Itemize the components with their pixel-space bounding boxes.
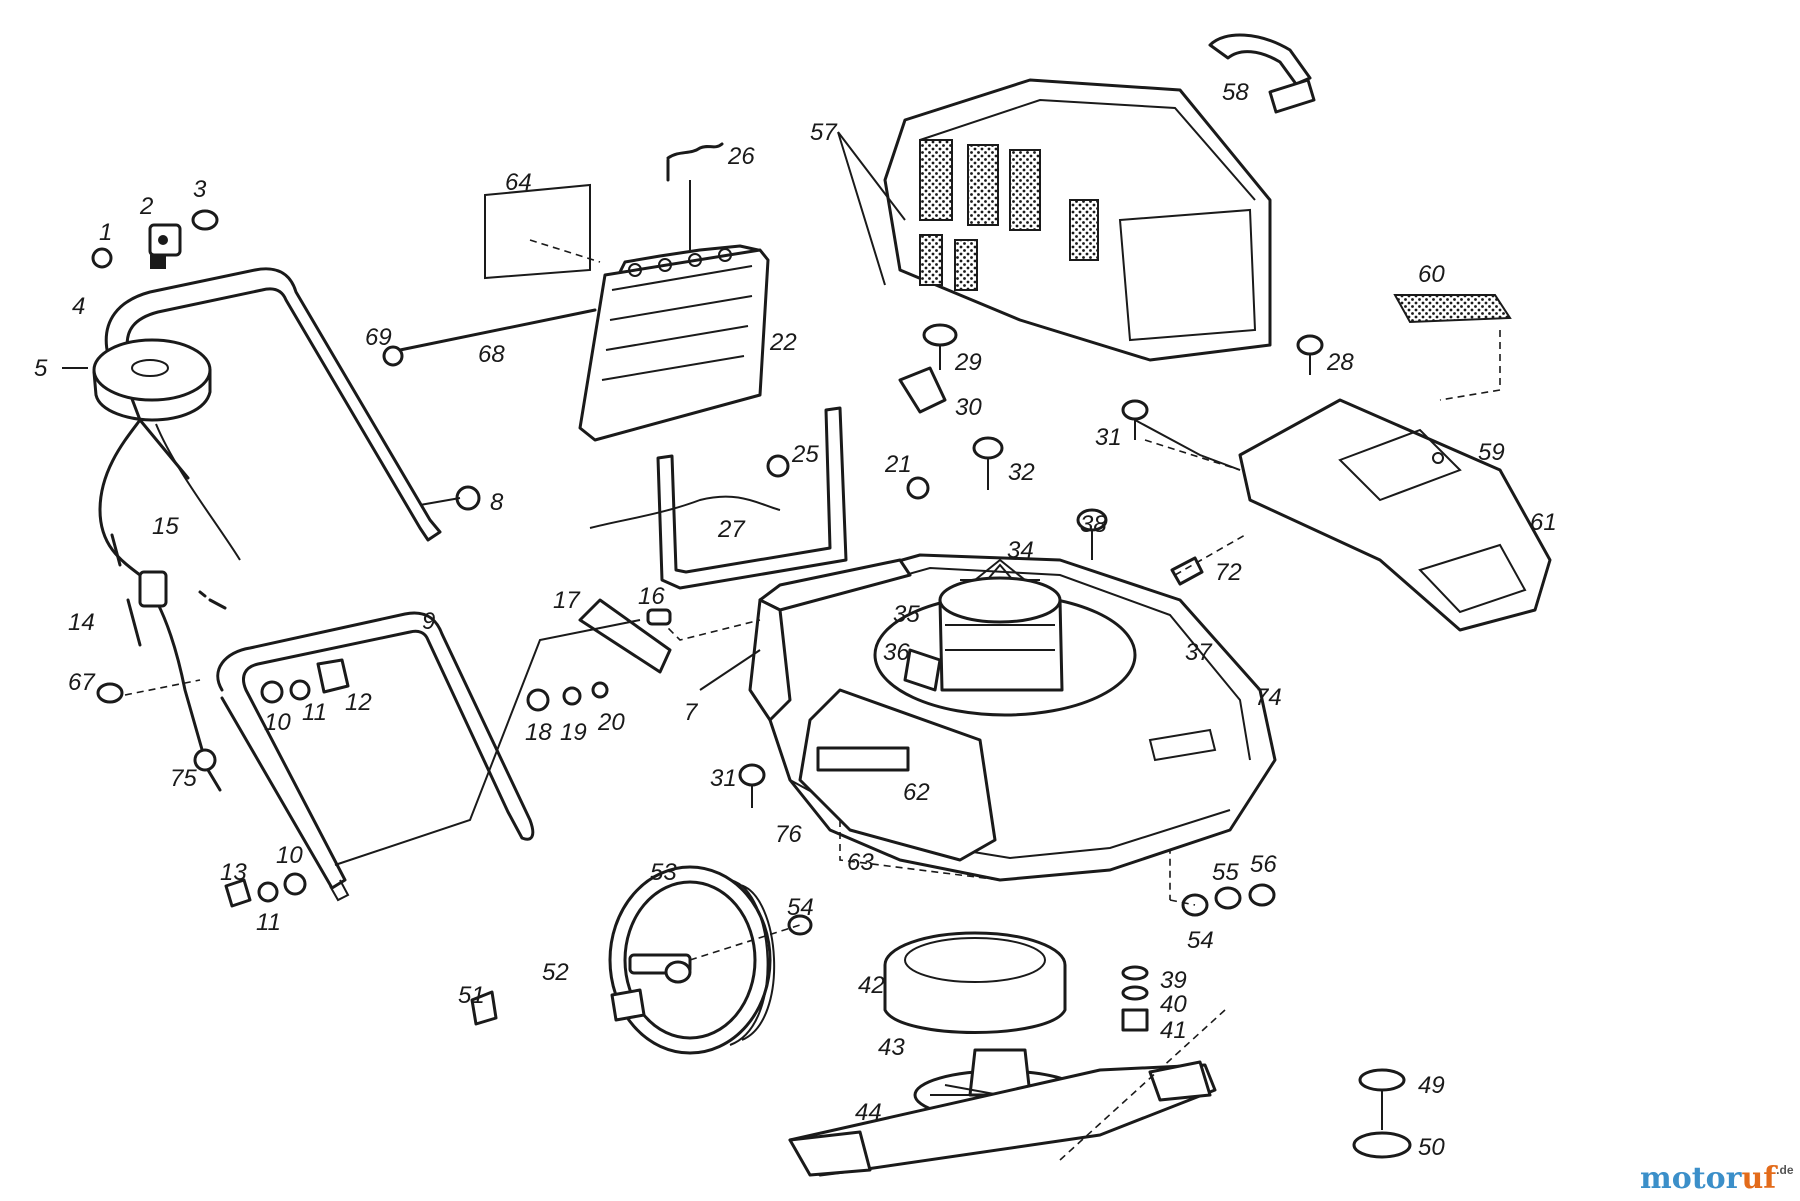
lower-handle [216, 611, 535, 902]
watermark-uf: uf [1741, 1161, 1778, 1196]
part-label: 21 [884, 451, 912, 478]
part-label: 11 [302, 699, 327, 726]
part-label: 37 [1185, 639, 1213, 666]
part-label: 72 [1215, 559, 1242, 586]
cable [98, 418, 241, 792]
grass-box [883, 78, 1272, 362]
part-labels: 1 2 3 4 5 8 9 10 11 12 13 10 11 14 15 67… [34, 79, 1557, 1161]
part-label: 17 [553, 587, 581, 614]
part-label: 12 [345, 689, 372, 716]
cover-screws [1121, 330, 1501, 586]
part-label: 35 [893, 601, 920, 628]
grass-box-handle [1208, 33, 1316, 114]
part-label: 10 [276, 842, 303, 869]
switch-parts [91, 209, 219, 269]
part-label: 1 [99, 219, 112, 246]
rear-flap [578, 244, 770, 442]
part-label: 5 [34, 355, 48, 382]
bracket [589, 406, 848, 590]
part-label: 63 [847, 849, 874, 876]
part-label: 22 [769, 329, 797, 356]
part-label: 2 [139, 193, 153, 220]
part-label: 67 [68, 669, 96, 696]
part-label: 59 [1478, 439, 1505, 466]
height-adjuster [526, 598, 766, 808]
part-label: 53 [650, 859, 677, 886]
cover-lid [1393, 294, 1512, 324]
part-label: 25 [791, 441, 819, 468]
watermark: motoruf.de [1640, 1161, 1794, 1196]
part-label: 34 [1007, 537, 1034, 564]
part-label: 13 [220, 859, 247, 886]
part-label: 60 [1418, 261, 1445, 288]
part-label: 55 [1212, 859, 1239, 886]
part-label: 36 [883, 639, 910, 666]
blade-housing [883, 931, 1067, 1034]
part-label: 20 [597, 709, 625, 736]
flap-rod [382, 308, 597, 367]
part-label: 18 [525, 719, 552, 746]
part-label: 32 [1008, 459, 1035, 486]
part-label: 75 [170, 765, 197, 792]
part-label: 56 [1250, 851, 1277, 878]
part-label: 40 [1160, 991, 1187, 1018]
part-label: 19 [560, 719, 587, 746]
part-label: 50 [1418, 1134, 1445, 1161]
part-label: 7 [684, 699, 699, 726]
part-label: 29 [954, 349, 982, 376]
part-label: 10 [264, 709, 291, 736]
part-label: 76 [775, 821, 802, 848]
part-label: 62 [903, 779, 930, 806]
wheel [470, 865, 1276, 1055]
part-label: 54 [787, 894, 814, 921]
washers-right [1121, 965, 1412, 1159]
watermark-motor: motor [1640, 1161, 1743, 1196]
part-label: 57 [810, 119, 838, 146]
part-label: 51 [458, 982, 485, 1009]
part-label: 43 [878, 1034, 905, 1061]
part-label: 31 [710, 765, 737, 792]
part-label: 44 [855, 1099, 882, 1126]
part-label: 42 [858, 972, 885, 999]
blade [788, 1060, 1217, 1177]
part-label: 11 [256, 909, 281, 936]
part-label: 15 [152, 513, 179, 540]
control-box [92, 338, 212, 422]
motor [873, 558, 1137, 717]
part-label: 9 [422, 608, 435, 635]
part-label: 41 [1160, 1017, 1187, 1044]
part-label: 39 [1160, 967, 1187, 994]
part-label: 68 [478, 341, 505, 368]
part-label: 52 [542, 959, 569, 986]
torsion-spring [666, 142, 724, 250]
part-label: 14 [68, 609, 95, 636]
part-label: 3 [193, 176, 207, 203]
part-label: 64 [505, 169, 532, 196]
label-plate [484, 183, 591, 280]
leader-lines [62, 131, 1241, 1161]
part-label: 49 [1418, 1072, 1445, 1099]
deck-dash-lines [659, 619, 1171, 900]
part-label: 16 [638, 583, 665, 610]
part-label: 74 [1255, 684, 1282, 711]
part-label: 4 [72, 293, 85, 320]
part-label: 28 [1326, 349, 1354, 376]
part-label: 31 [1095, 424, 1122, 451]
part-label: 58 [1222, 79, 1249, 106]
part-label: 8 [490, 489, 504, 516]
part-label: 61 [1530, 509, 1557, 536]
rear-skirt [798, 688, 997, 862]
part-label: 38 [1080, 511, 1107, 538]
part-label: 54 [1187, 927, 1214, 954]
part-label: 27 [717, 516, 746, 543]
part-label: 30 [955, 394, 982, 421]
handle-bolts [96, 485, 481, 908]
part-label: 26 [727, 143, 755, 170]
upper-handle [104, 267, 442, 542]
small-bolts [898, 323, 1108, 560]
motor-cover [1238, 398, 1552, 632]
part-label: 69 [365, 324, 392, 351]
watermark-suffix: .de [1776, 1163, 1794, 1177]
